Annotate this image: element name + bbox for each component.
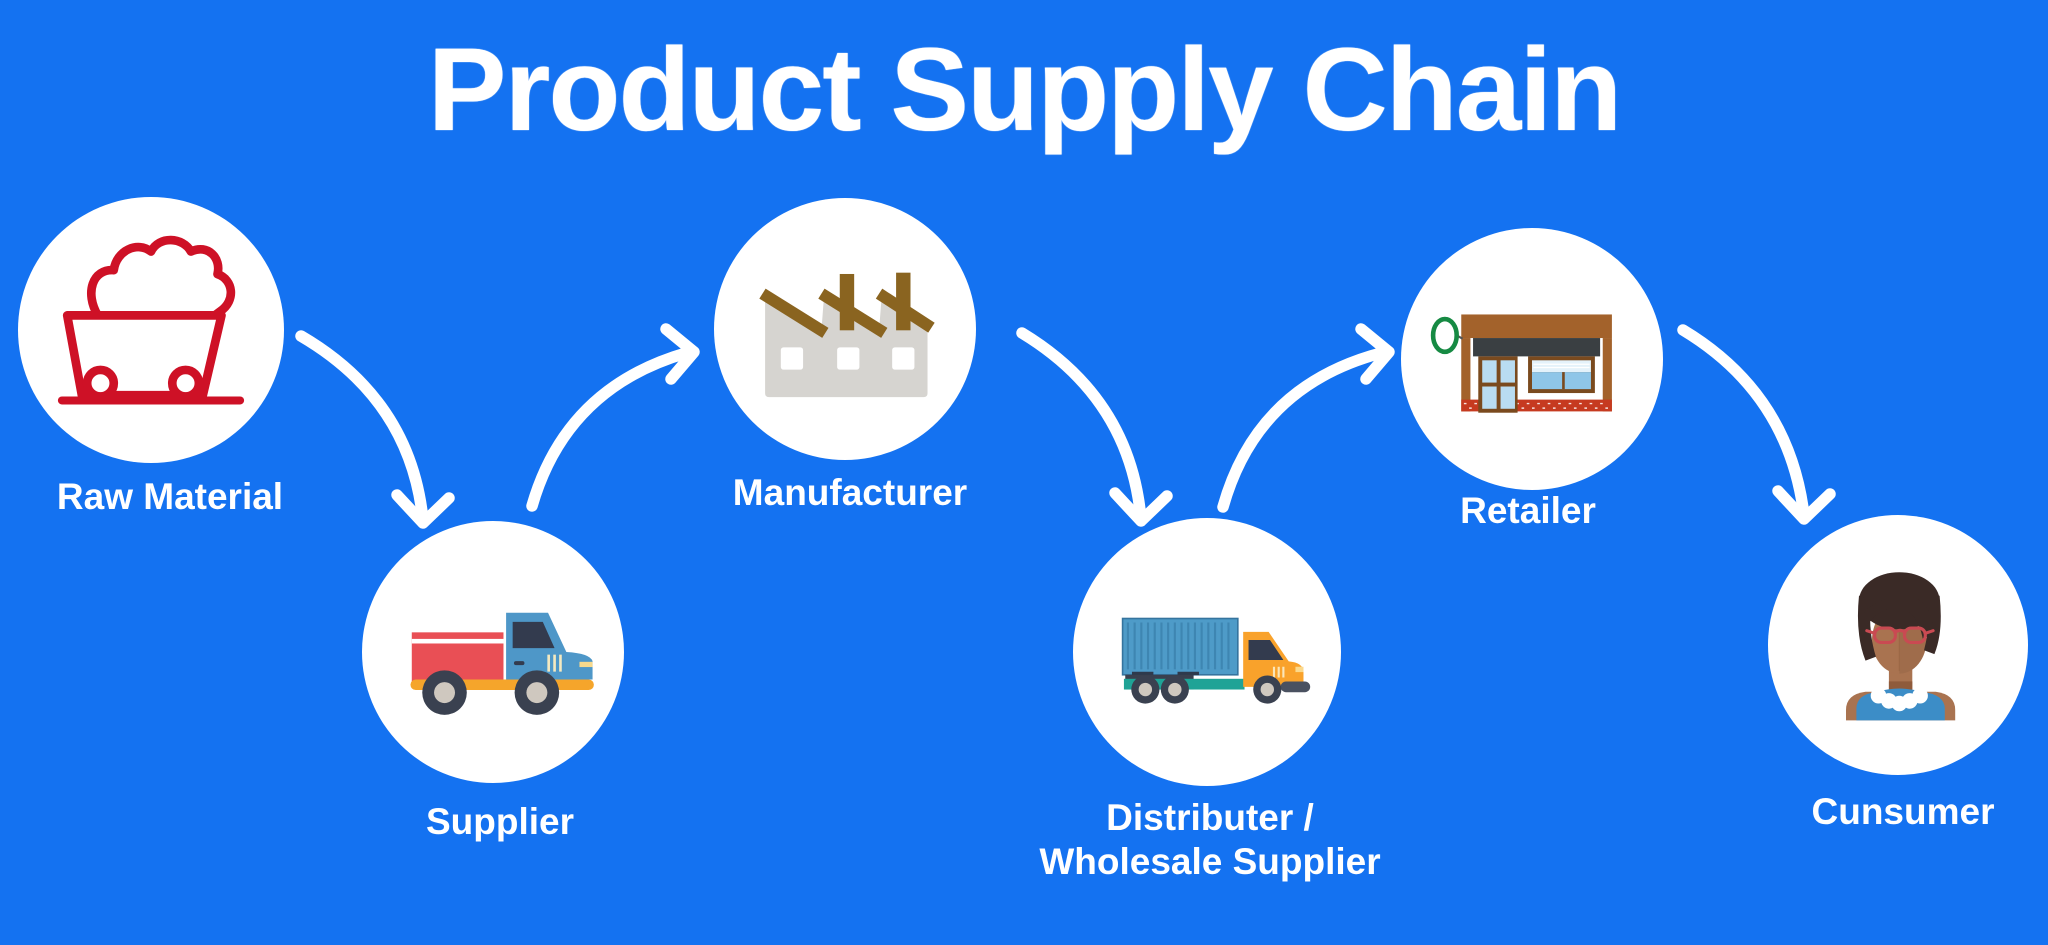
- node-label-consumer: Cunsumer: [1811, 791, 1995, 832]
- node-manufacturer: [714, 198, 976, 460]
- arrow-distributor-to-retailer: [1217, 323, 1395, 513]
- arrow-retailer-to-consumer: [1677, 324, 1836, 525]
- node-consumer: [1768, 515, 2028, 775]
- page-title: Product Supply Chain: [427, 24, 1623, 156]
- node-distributor: [1073, 518, 1341, 786]
- arrow-supplier-to-manufacturer: [526, 323, 700, 512]
- delivery-truck-icon: [410, 612, 594, 715]
- node-label-supplier: Supplier: [425, 801, 575, 842]
- arrow-manufacturer-to-distributor: [1016, 327, 1173, 527]
- node-retailer: [1401, 228, 1663, 490]
- node-label-manufacturer: Manufacturer: [732, 472, 968, 513]
- node-raw-material: [18, 197, 284, 463]
- storefront-icon: [1430, 314, 1612, 413]
- container-truck-icon: [1121, 617, 1311, 704]
- node-label-distributor-line2: Wholesale Supplier: [1039, 841, 1381, 882]
- mine-cart-icon: [57, 235, 245, 405]
- node-label-retailer: Retailer: [1460, 490, 1596, 531]
- factory-icon: [759, 272, 935, 398]
- woman-avatar-icon: [1846, 572, 1956, 721]
- node-label-distributor: Distributer / Wholesale Supplier: [1039, 796, 1380, 884]
- node-label-raw-material: Raw Material: [56, 476, 284, 517]
- node-label-distributor-line1: Distributer /: [1106, 797, 1314, 838]
- arrow-raw-material-to-supplier: [295, 330, 455, 529]
- node-supplier: [362, 521, 624, 783]
